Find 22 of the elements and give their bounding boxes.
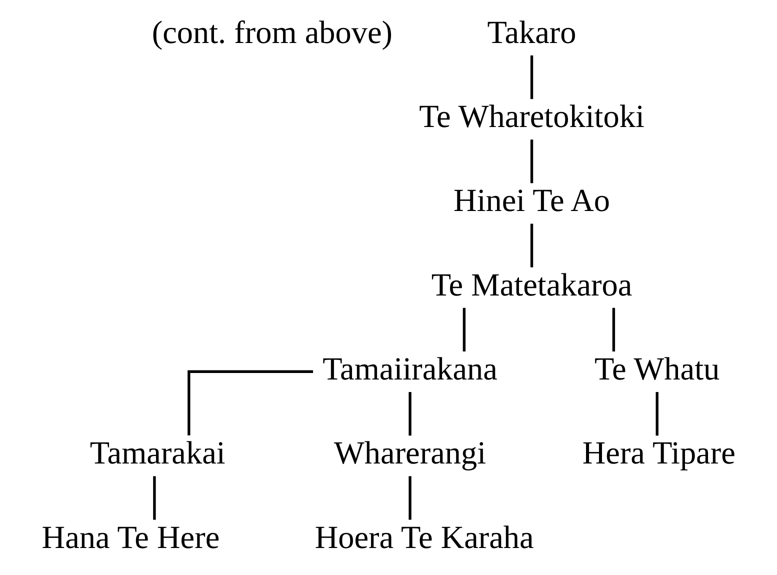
connector [152,476,156,520]
connector [530,224,533,268]
node-text: Hoera Te Karaha [314,518,534,555]
node-text: Te Wharetokitoki [418,98,644,134]
connector [462,308,466,352]
node-text: Te Matetakaroa [430,266,632,302]
node-text: Wharerangi [334,434,486,471]
connector [408,476,411,520]
node-text: Tamaiirakana [322,350,497,387]
node-text: Takaro [486,14,576,50]
connector [187,370,313,436]
label: (cont. from above) [151,14,392,50]
node-text: Hera Tipare [582,434,735,471]
node-text: Te Whatu [594,350,720,387]
connector [612,308,615,352]
node-text: Hinei Te Ao [453,182,610,218]
connector [655,392,658,436]
connector [408,392,411,436]
node-text: Hana Te Here [41,518,220,555]
node-text: Tamarakai [89,434,225,471]
connector [530,55,533,100]
connector [530,140,533,184]
